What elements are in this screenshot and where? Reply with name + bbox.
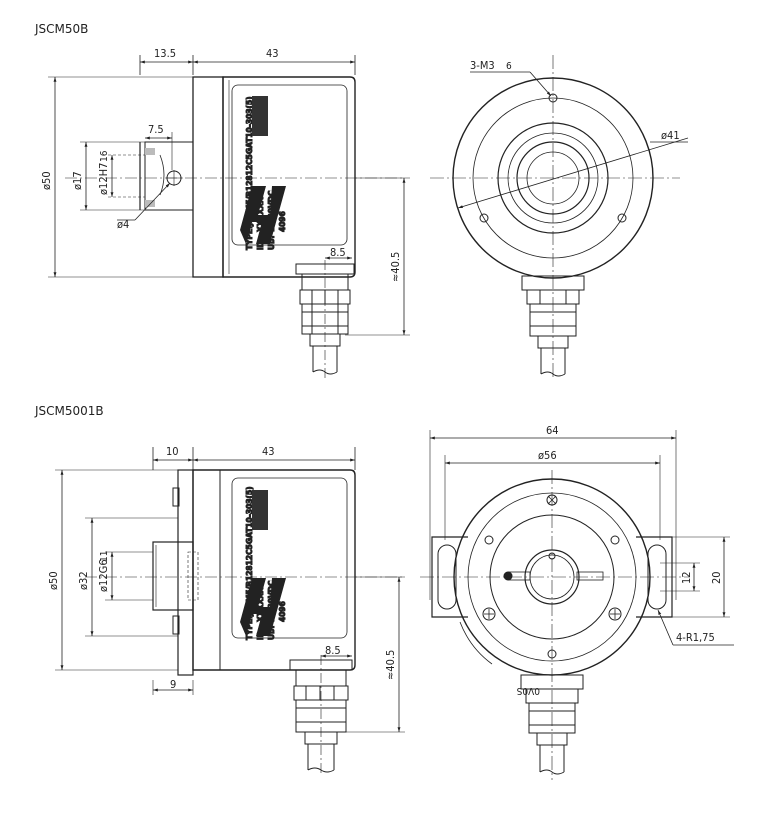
dim-a-cable-len: ≈40.5 [389, 252, 402, 282]
dim-b-slot-r: 4-R1,75 [676, 631, 715, 644]
qr-code-b [252, 490, 268, 530]
dim-a-flange-dia: ø17 [71, 171, 84, 190]
label-ppr-a: 4096 [278, 211, 287, 232]
dim-a-front-holes: 3-M3 [470, 59, 495, 72]
label-ub-key-b: Ub: [267, 626, 276, 640]
dim-a-cable-w: 8.5 [330, 246, 346, 259]
dim-a-slot: 7.5 [148, 123, 164, 136]
dim-b-flange-thick: 9 [170, 678, 176, 691]
label-id-val-b: XXXXXX [256, 587, 265, 622]
dim-a-body-len: 43 [266, 47, 279, 60]
product-label-a: TYPE:JSCM5/B12812C5GAT10-303(5) ID: XXXX… [240, 96, 288, 251]
dim-a-front-hole-depth: 6 [506, 61, 512, 72]
front-view-b [420, 430, 734, 780]
dim-a-body-dia: ø50 [40, 171, 53, 190]
dim-a-hole-dia: ø4 [117, 218, 129, 231]
dim-b-flange-dia: ø32 [77, 571, 90, 590]
label-ppr-b: 4096 [278, 601, 287, 622]
dim-b-body-len: 43 [262, 445, 275, 458]
dim-a-pcd: ø41 [661, 129, 680, 142]
dim-a-bore-depth: 16 [99, 150, 110, 162]
brand-logo-a [240, 186, 286, 244]
dim-b-cable-w: 8.5 [325, 644, 341, 657]
dim-b-pcd: ø56 [538, 449, 557, 462]
dim-b-outer-w: 64 [546, 424, 559, 437]
product-label-b: TYPE:JSCM5/B12812C5GAT10-303(5) ID: XXXX… [240, 486, 288, 641]
side-view-a [48, 55, 410, 378]
dim-a-bore: ø12H7 [97, 163, 110, 195]
qr-code-a [252, 96, 268, 136]
dim-b-bore: ø12G6 [97, 559, 110, 592]
dim-b-body-dia: ø50 [47, 571, 60, 590]
side-view-b [55, 447, 405, 775]
label-type-b: TYPE:JSCM5/B12812C5GAT10-303(5) [245, 486, 254, 640]
dim-b-slot-w: 12 [680, 571, 693, 584]
dim-b-bore-depth: 11 [99, 551, 110, 562]
brand-logo-b [240, 578, 286, 636]
label-ub-key-a: Ub: [267, 236, 276, 250]
dim-b-shaft-len: 10 [166, 445, 179, 458]
drawing-a-title: JSCM50B [35, 22, 89, 36]
dim-a-shaft-len: 13.5 [154, 47, 176, 60]
front-view-a [430, 55, 689, 380]
label-id-val-a: XXXXXX [256, 197, 265, 232]
dim-b-slot-h: 20 [710, 571, 723, 584]
label-type-a: TYPE:JSCM5/B12812C5GAT10-303(5) [245, 96, 254, 250]
label-serial-b: 0V0S [516, 685, 540, 696]
drawing-b-title: JSCM5001B [35, 404, 104, 418]
dim-b-cable-len: ≈40.5 [384, 650, 397, 680]
